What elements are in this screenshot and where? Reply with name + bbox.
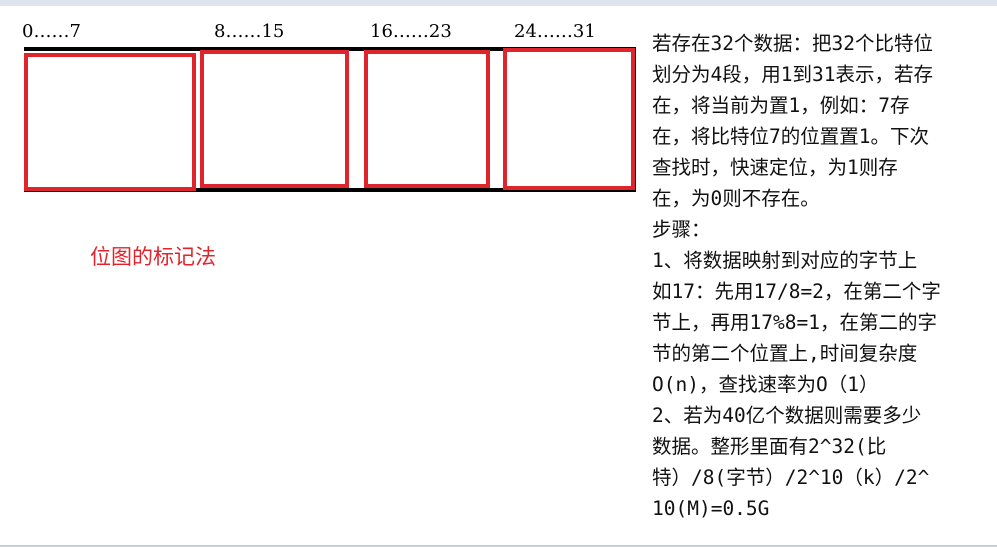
description-line: O(n)，查找速率为O（1） [652, 373, 879, 396]
bottom-border [0, 545, 997, 547]
description-line: 若存在32个数据：把32个比特位 [652, 32, 933, 55]
range-label-8-15: 8……15 [214, 21, 285, 42]
description-line: 在，为0则不存在。 [652, 187, 820, 210]
description-line: 10(M)=0.5G [652, 497, 770, 520]
description-line: 在，将当前为置1，例如：7存 [652, 94, 910, 117]
description-line: 1、将数据映射到对应的字节上 [652, 249, 918, 272]
top-border [0, 0, 997, 6]
byte-cell-4 [503, 48, 635, 190]
description-line: 步骤： [652, 218, 711, 241]
description-text: 若存在32个数据：把32个比特位 划分为4段，用1到31表示，若存 在，将当前为… [652, 28, 990, 524]
diagram-caption: 位图的标记法 [90, 245, 216, 269]
range-label-24-31: 24……31 [514, 21, 596, 42]
range-label-0-7: 0……7 [22, 21, 81, 42]
description-line: 如17：先用17/8=2，在第二个字 [652, 280, 941, 303]
byte-cell-2 [200, 50, 349, 188]
byte-cell-1 [24, 53, 196, 191]
range-label-16-23: 16……23 [370, 21, 452, 42]
description-line: 查找时，快速定位，为1则存 [652, 156, 898, 179]
byte-cell-3 [364, 50, 490, 188]
description-line: 划分为4段，用1到31表示，若存 [652, 63, 933, 86]
description-line: 数据。整形里面有2^32(比 [652, 435, 887, 458]
description-line: 特）/8(字节）/2^10（k）/2^ [652, 466, 930, 489]
description-line: 节上，再用17%8=1，在第二的字 [652, 311, 937, 334]
description-line: 在，将比特位7的位置置1。下次 [652, 125, 929, 148]
array-top-border [24, 47, 636, 51]
description-line: 节的第二个位置上,时间复杂度 [652, 342, 918, 365]
array-bottom-border [24, 188, 636, 192]
description-line: 2、若为40亿个数据则需要多少 [652, 404, 922, 427]
